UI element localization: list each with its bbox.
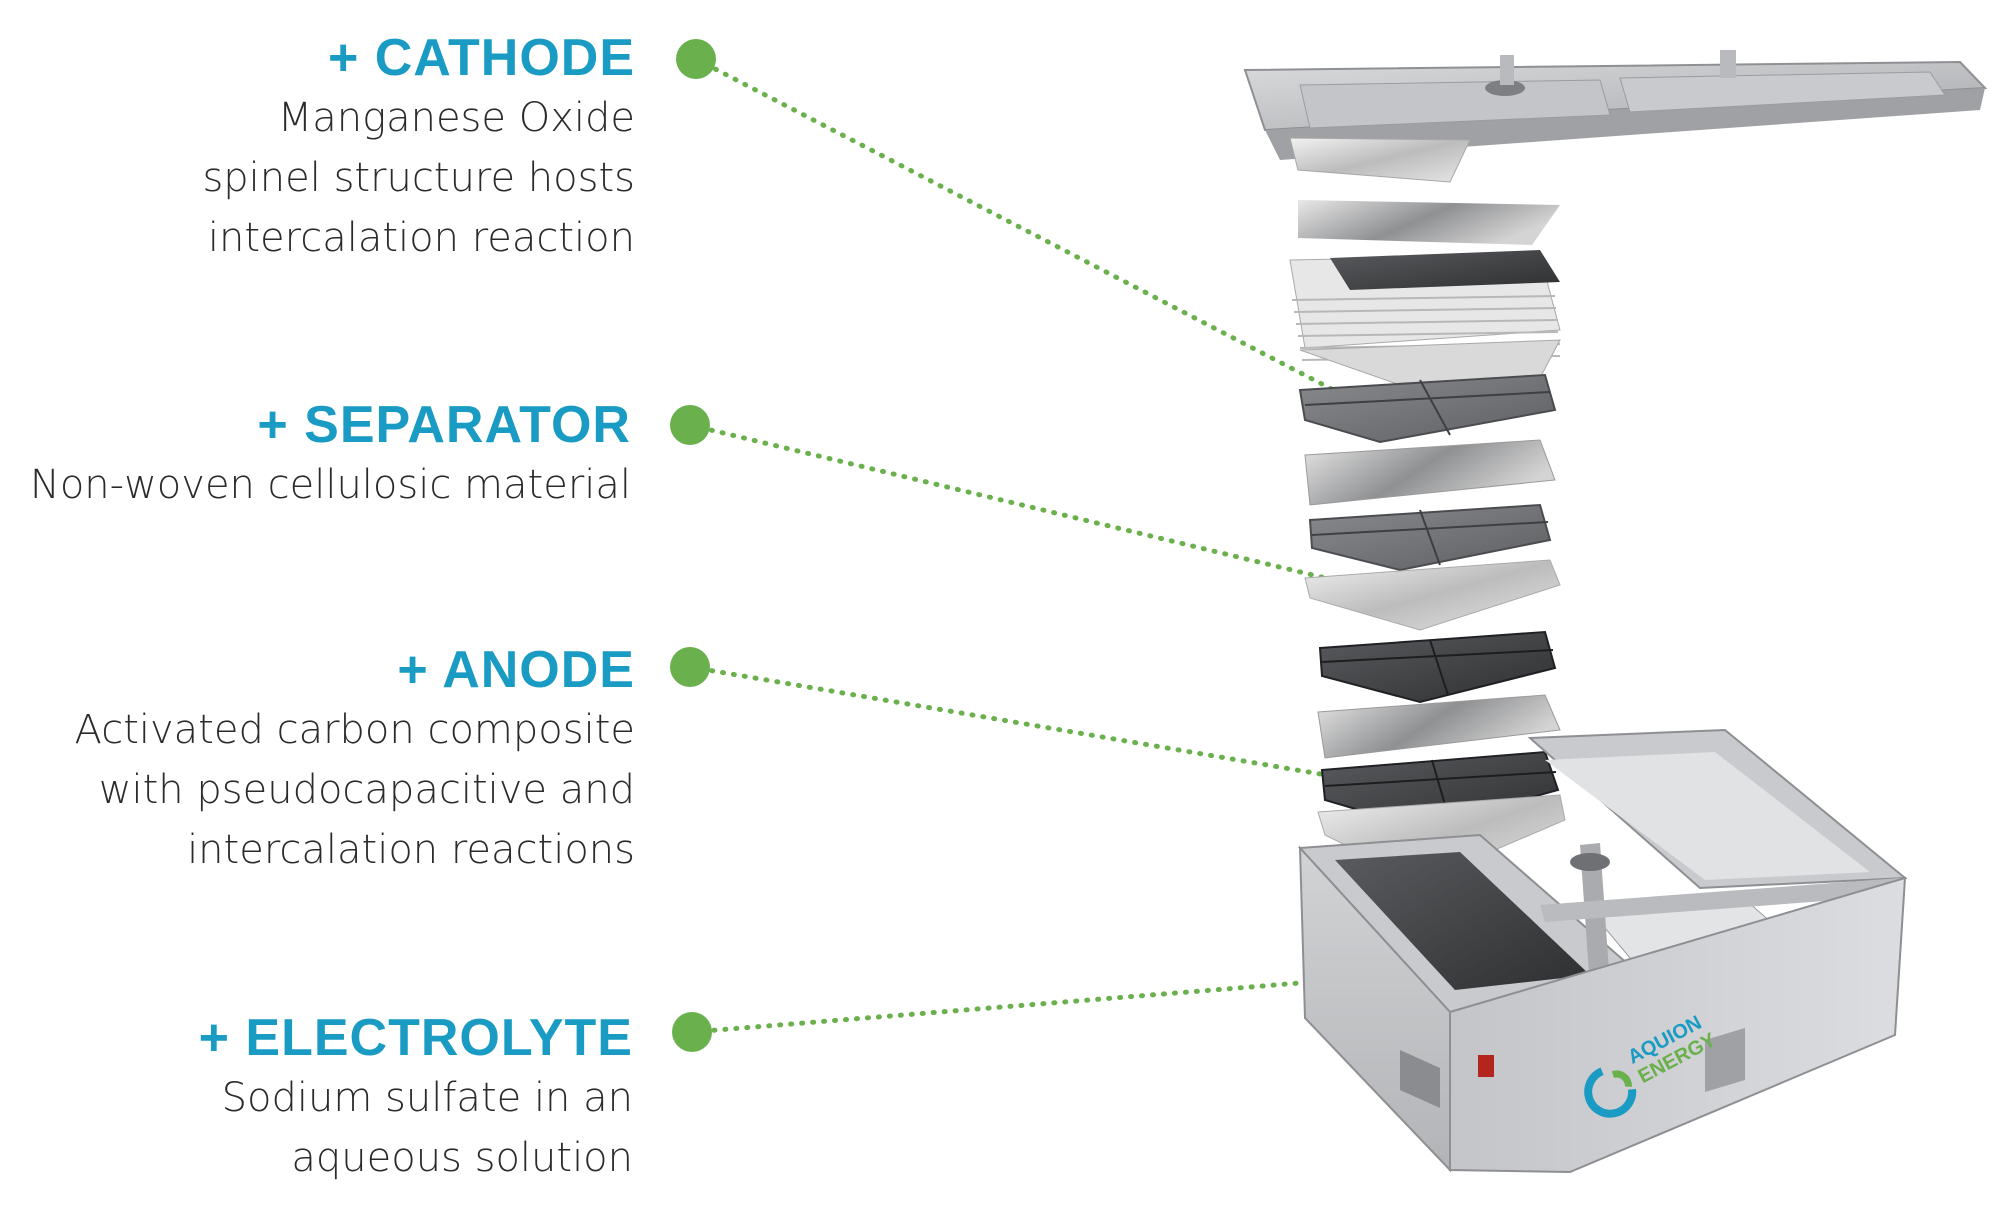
cathode-label: + CATHODE Manganese Oxide spinel structu… xyxy=(202,28,635,268)
anode-heading: + ANODE xyxy=(397,641,635,699)
cathode-leader-line xyxy=(693,56,1348,399)
top-lid xyxy=(1243,50,1988,160)
electrolyte-dot xyxy=(672,1012,712,1052)
anode-desc-line-1: Activated carbon composite xyxy=(74,707,635,753)
cathode-stack xyxy=(1289,250,1561,386)
anode-label: + ANODE Activated carbon composite with … xyxy=(75,640,635,880)
separator-label: + SEPARATOR Non-woven cellulosic materia… xyxy=(30,395,631,515)
upper-tray xyxy=(1289,137,1471,183)
separator-desc-line-1: Non-woven cellulosic material xyxy=(29,462,631,508)
separator-tray xyxy=(1304,559,1561,631)
electrolyte-desc-line-2: aqueous solution xyxy=(291,1135,633,1181)
anode-dot xyxy=(670,647,710,687)
separator-leader-line xyxy=(687,422,1378,593)
cathode-desc-line-3: intercalation reaction xyxy=(207,215,635,261)
electrolyte-heading: + ELECTROLYTE xyxy=(198,1009,633,1067)
upper-foil xyxy=(1298,200,1560,245)
electrolyte-desc-line-1: Sodium sulfate in an xyxy=(221,1075,633,1121)
cathode-desc-line-1: Manganese Oxide xyxy=(277,95,635,141)
middle-foil xyxy=(1304,439,1556,506)
separator-dot xyxy=(670,405,710,445)
cathode-dot xyxy=(676,39,716,79)
cathode-desc-line-2: spinel structure hosts xyxy=(202,155,635,201)
separator-heading: + SEPARATOR xyxy=(257,396,631,454)
anode-desc-line-2: with pseudocapacitive and xyxy=(98,767,635,813)
cathode-heading: + CATHODE xyxy=(327,29,635,87)
anode-leader-line xyxy=(687,664,1388,788)
anode-tiles-upper xyxy=(1318,630,1557,704)
electrolyte-label: + ELECTROLYTE Sodium sulfate in an aqueo… xyxy=(199,1008,633,1188)
anode-desc-line-3: intercalation reactions xyxy=(187,827,635,873)
electrolyte-box xyxy=(1297,728,1908,1174)
aquion-logo-icon xyxy=(1584,1067,1637,1118)
anode-foil xyxy=(1317,694,1561,759)
cathode-tiles xyxy=(1298,373,1557,444)
